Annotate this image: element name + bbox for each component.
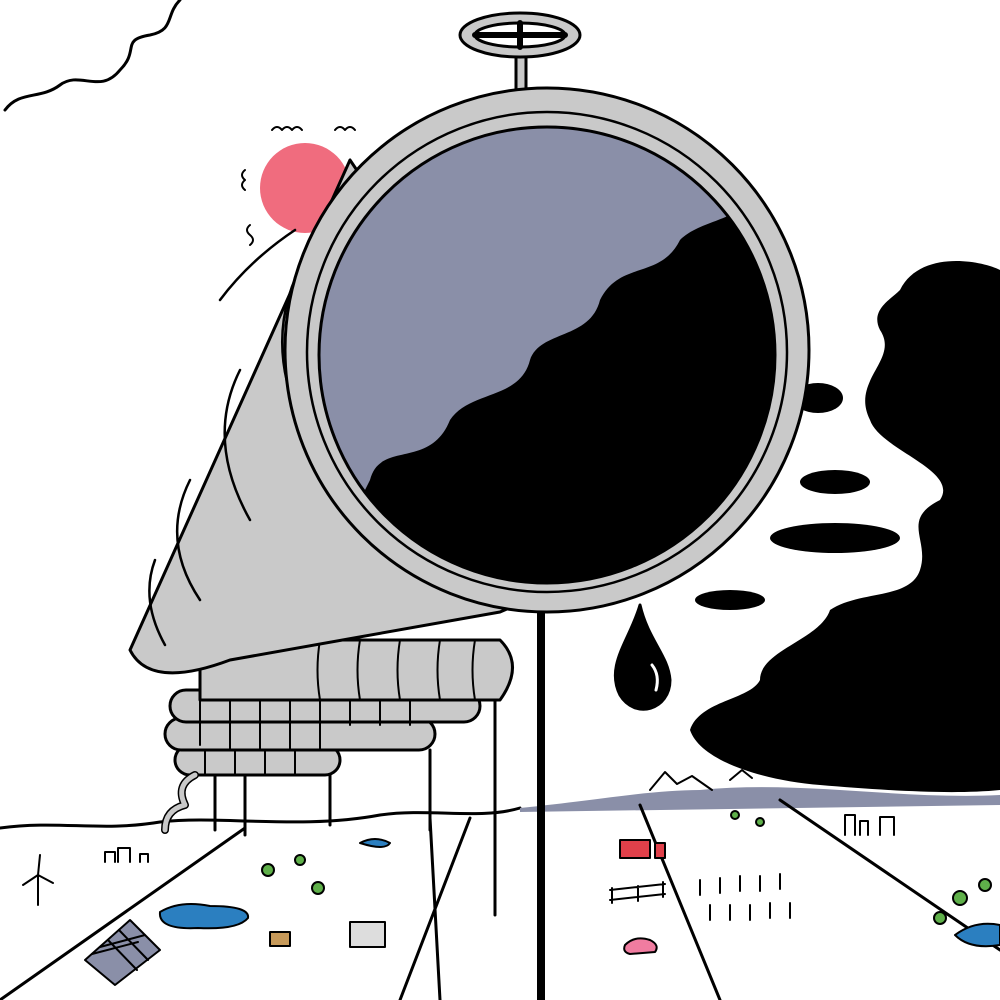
pig-icon	[623, 937, 658, 955]
valve-wheel-icon	[458, 11, 582, 100]
oil-smoke	[690, 261, 1000, 793]
coiled-hose	[161, 638, 514, 917]
solar-panel-icon	[84, 919, 161, 986]
oil-surface	[319, 200, 775, 583]
oil-drop-icon	[613, 603, 672, 711]
landscape	[0, 769, 1000, 1000]
barn-icon	[619, 839, 666, 859]
wind-turbine-icon	[22, 854, 54, 906]
wavy-line	[3, 0, 182, 112]
pipe-support-pole	[537, 600, 545, 1000]
